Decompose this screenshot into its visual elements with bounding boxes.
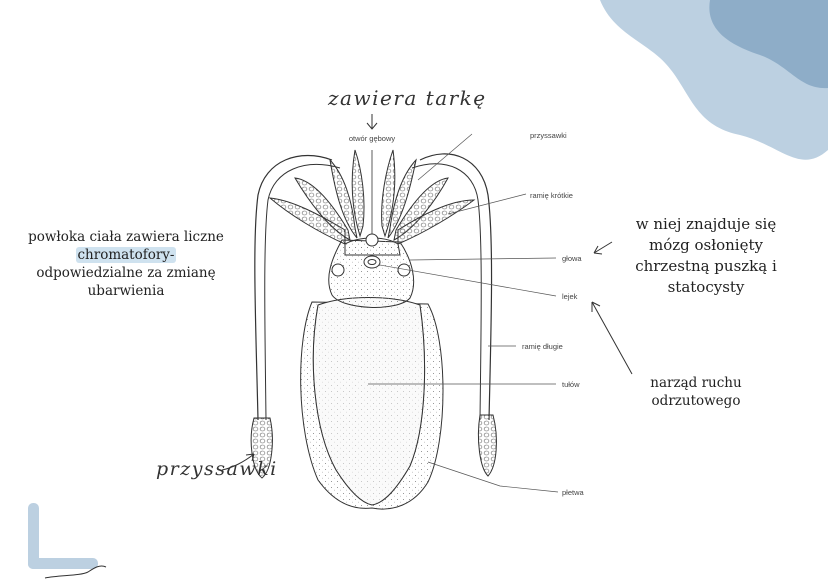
highlighted-term: chromatofory- [76, 247, 176, 263]
decor-blob-top-right [600, 0, 828, 160]
club-right [477, 414, 497, 477]
head [328, 239, 415, 308]
label-body: tułów [562, 380, 580, 389]
decor-bracket-bottom-left [28, 503, 107, 579]
label-fin: płetwa [562, 488, 585, 497]
short-arms [268, 149, 476, 245]
squid-illustration [250, 149, 497, 510]
note-funnel-jet-propulsion: narząd ruchu odrzutowego [650, 375, 742, 409]
arrow-funnel [591, 301, 633, 375]
tentacle-bases [344, 237, 401, 256]
note-skin-text-1: powłoka ciała zawiera liczne [28, 229, 224, 245]
note-skin-text-2: odpowiedzialne za zmianę ubarwienia [36, 265, 216, 299]
label-funnel: lejek [562, 292, 578, 301]
note-skin-chromatophores: powłoka ciała zawiera liczne chromatofor… [28, 228, 224, 300]
diagram-leader-lines [368, 133, 559, 493]
label-head: głowa [562, 254, 582, 263]
note-head-brain: w niej znajduje się mózg osłonięty chrze… [635, 215, 777, 296]
long-arm-left [254, 154, 333, 421]
diagram-labels: otwór gębowy przyssawki ramię krótkie gł… [349, 131, 585, 497]
label-suckers: przyssawki [530, 131, 567, 140]
arrow-suckers [221, 453, 255, 471]
eye-left [331, 263, 345, 277]
label-short-arm: ramię krótkie [530, 191, 573, 200]
mouth-opening [365, 233, 379, 247]
label-mouth: otwór gębowy [349, 134, 396, 143]
label-long-arm: ramię długie [522, 342, 563, 351]
annotation-arrows [221, 114, 633, 471]
club-left [250, 417, 273, 479]
arrow-mouth [366, 114, 378, 130]
arrow-head [593, 241, 613, 255]
long-arm-right [419, 153, 493, 421]
note-mouth-contains-radula: zawiera tarkę [328, 86, 487, 110]
note-suckers: przyssawki [156, 458, 278, 480]
